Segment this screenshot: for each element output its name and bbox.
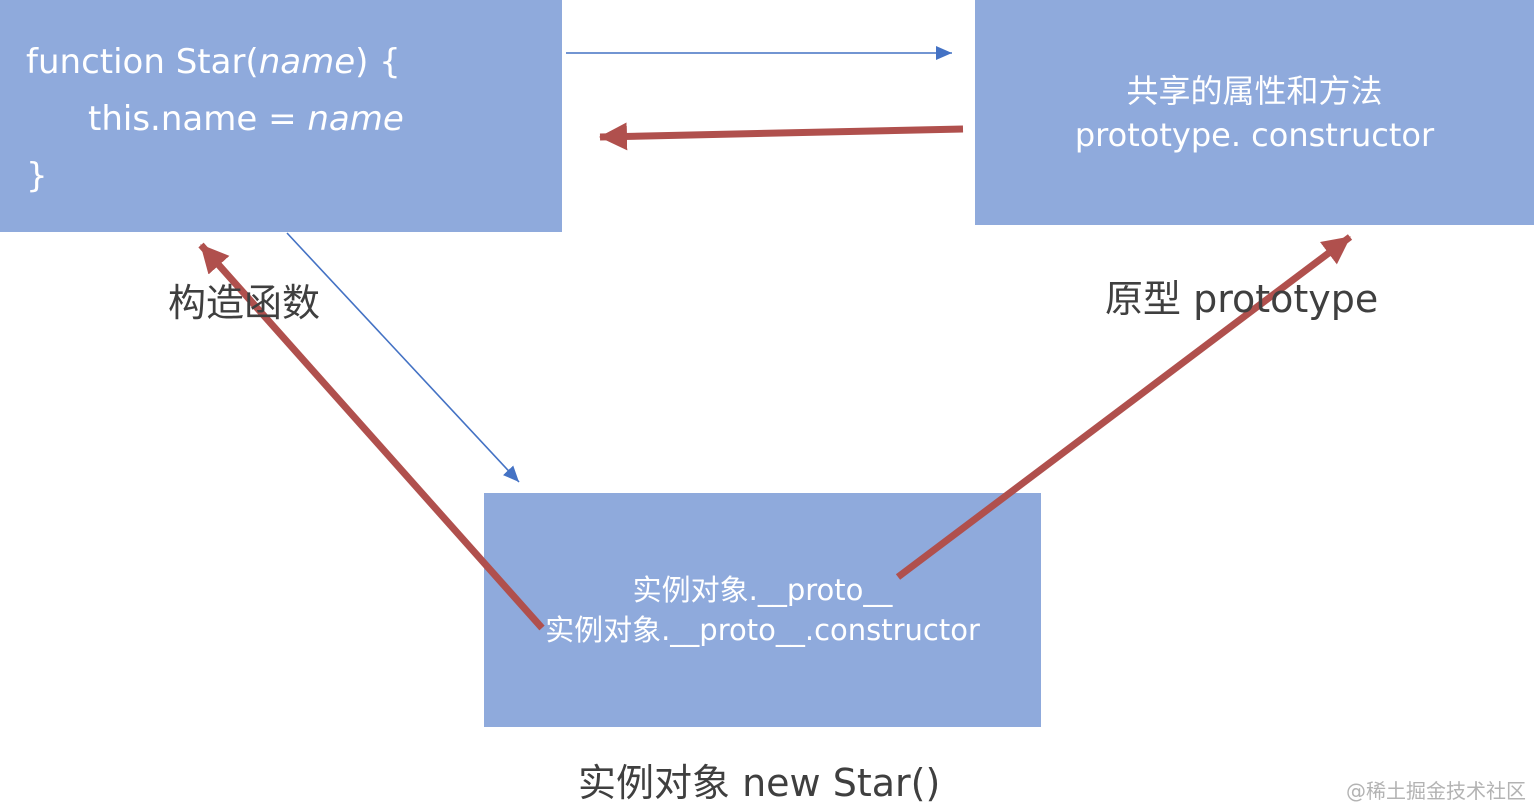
constructor-to-instance-arrow [286, 232, 520, 483]
prototype-label: 原型 prototype [1105, 277, 1379, 321]
code-line-2-pre: this.name = [88, 99, 308, 139]
instance-box: 实例对象.__proto__ 实例对象.__proto__.constructo… [484, 493, 1041, 727]
prototype-to-constructor-arrow [599, 122, 964, 151]
prototype-box: 共享的属性和方法 prototype. constructor [975, 0, 1534, 225]
prototype-box-line-1: 共享的属性和方法 [1126, 71, 1383, 110]
code-line-2-arg: name [307, 99, 404, 139]
constructor-label: 构造函数 [168, 281, 321, 325]
instance-label: 实例对象 new Star() [578, 761, 941, 805]
code-line-2: this.name = name [26, 91, 562, 148]
code-line-1-post: ) { [355, 42, 401, 82]
code-line-1-pre: function Star( [26, 42, 259, 82]
code-line-3: } [26, 156, 48, 196]
constructor-function-box: function Star(name) { this.name = name } [0, 0, 562, 232]
prototype-box-line-2: prototype. constructor [1074, 115, 1435, 154]
instance-box-line-2: 实例对象.__proto__.constructor [545, 613, 980, 647]
instance-box-line-1: 实例对象.__proto__ [632, 573, 893, 607]
code-line-1-arg: name [258, 42, 356, 82]
watermark: @稀土掘金技术社区 [1346, 779, 1526, 803]
code-line-1: function Star(name) { [26, 34, 562, 91]
